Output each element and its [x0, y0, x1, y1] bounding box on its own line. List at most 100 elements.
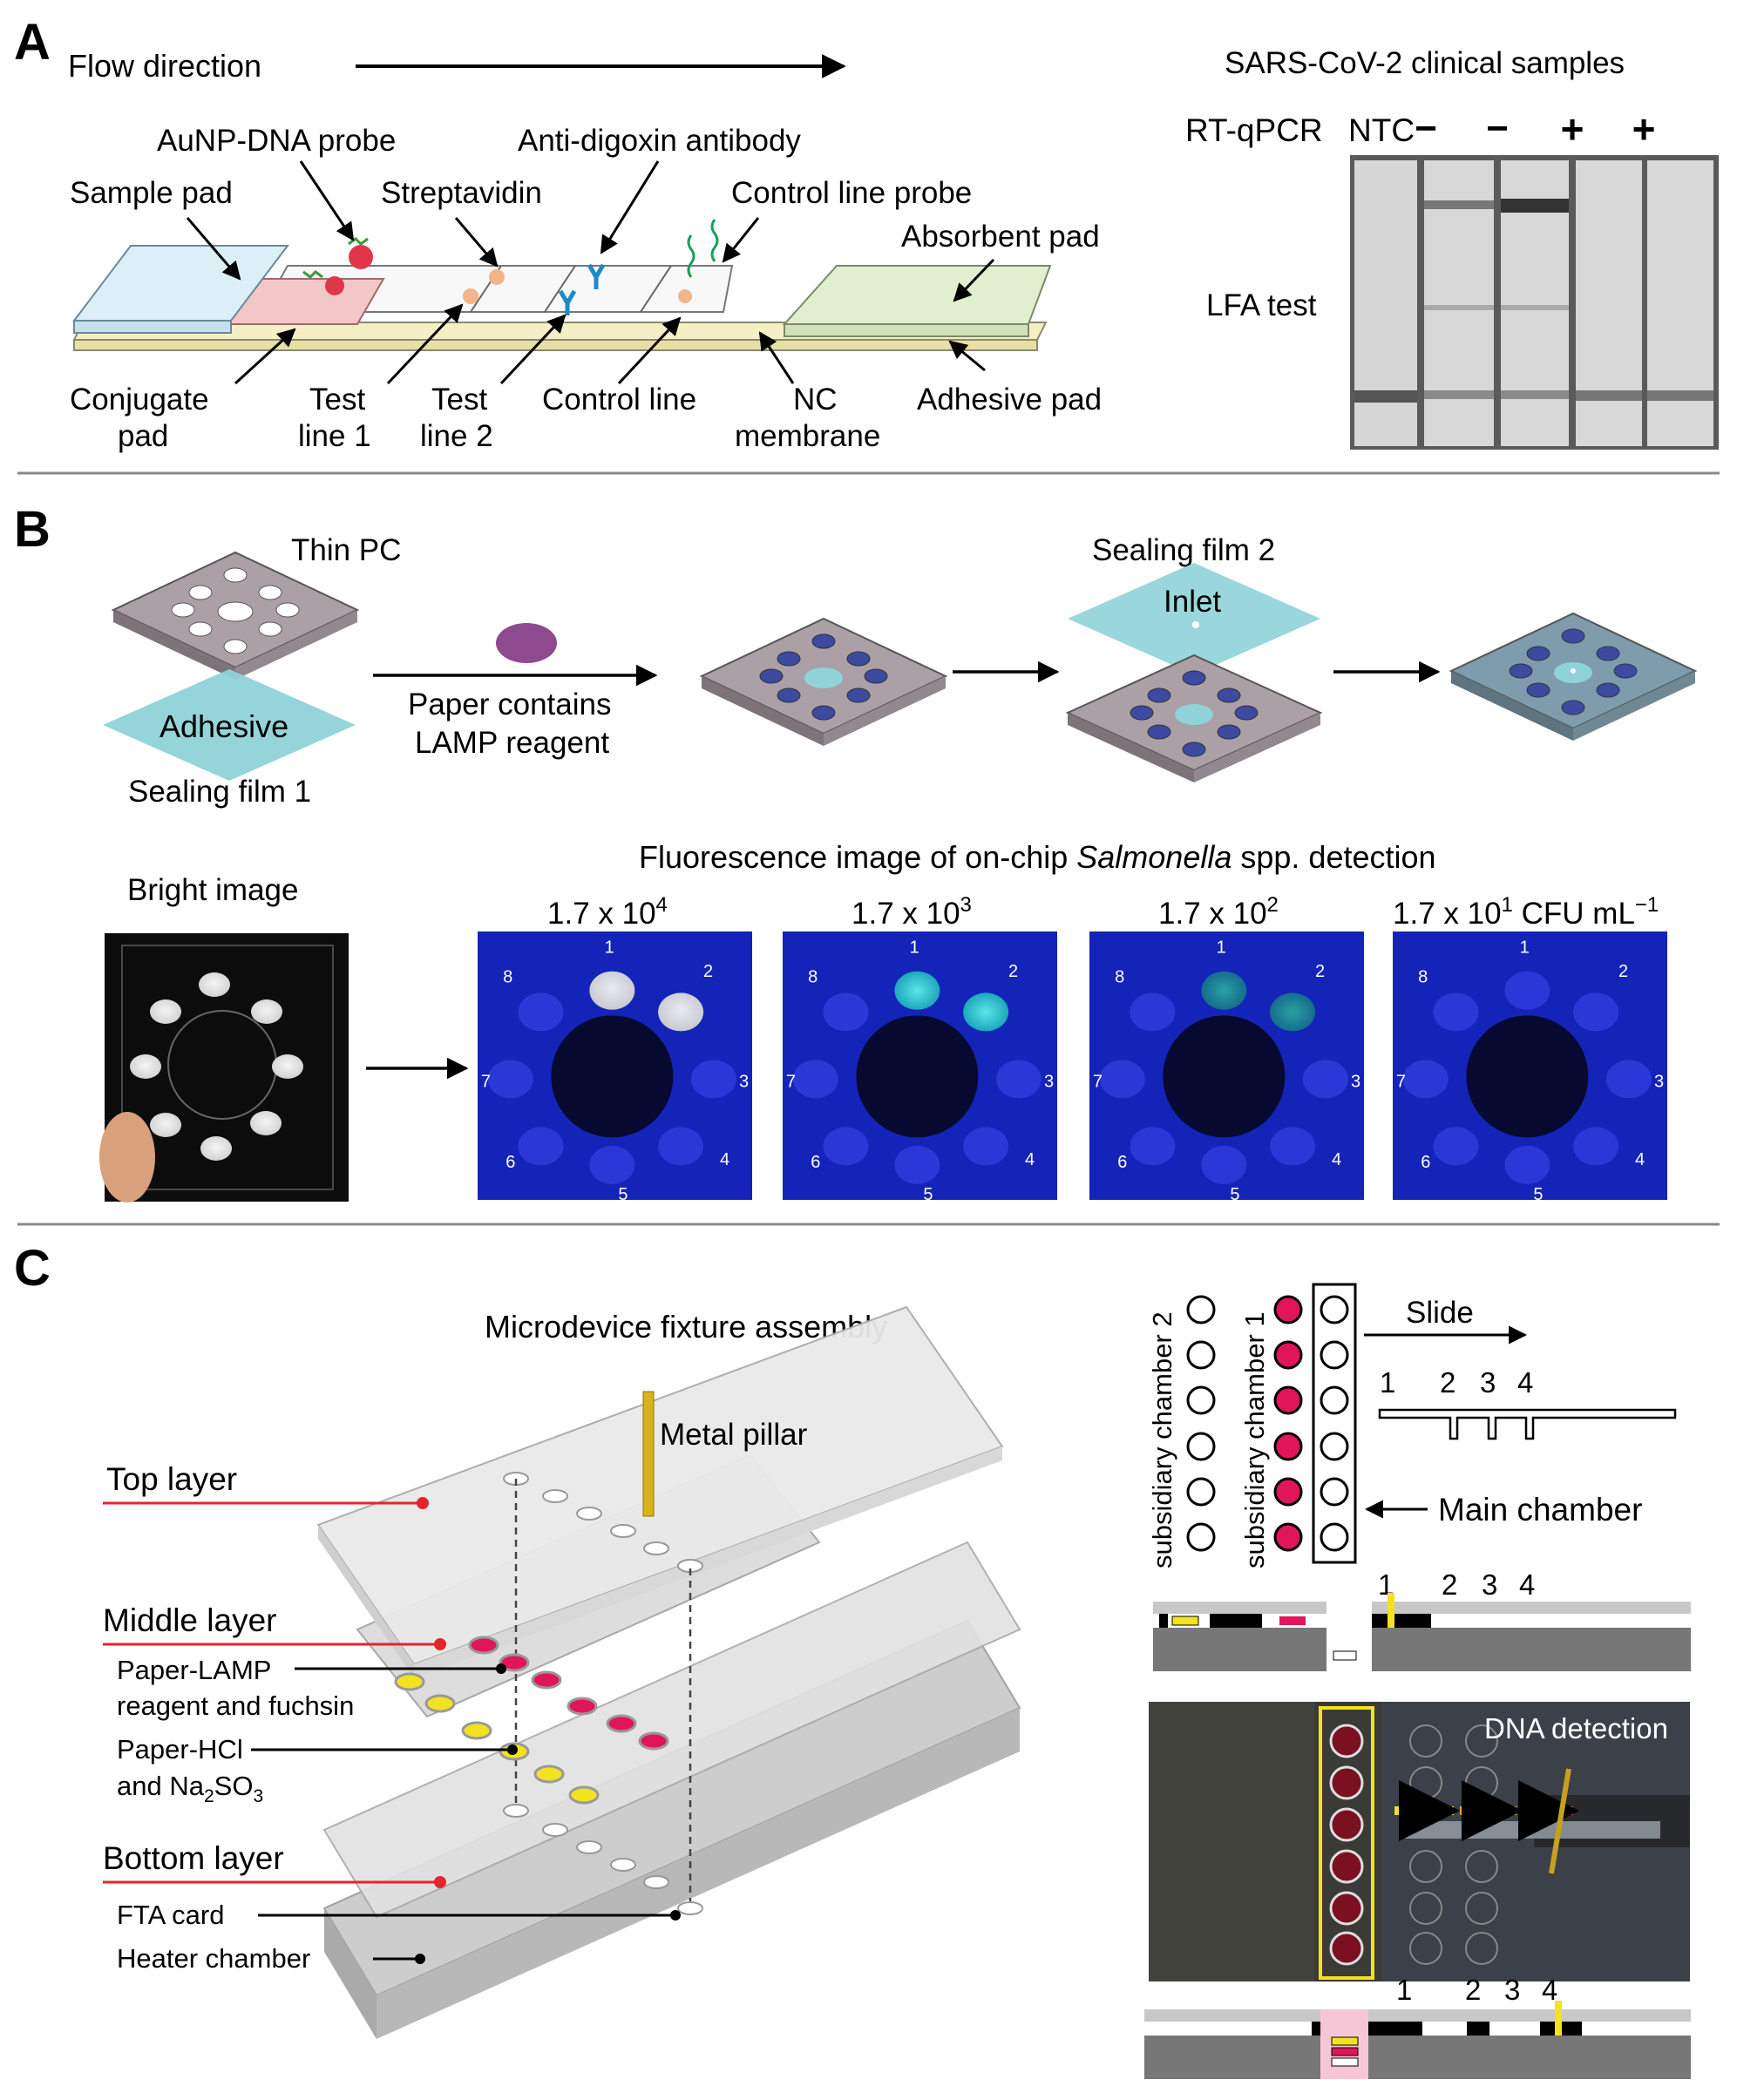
well-5: [1504, 1145, 1550, 1184]
slide-pos-2: 2: [1440, 1366, 1455, 1399]
well-number-2: 2: [1315, 962, 1325, 981]
label-control-line: Control line: [542, 383, 696, 417]
middle-layer-label: Middle layer: [103, 1602, 276, 1638]
conc-label-4: 1.7 x 101 CFU mL−1: [1393, 893, 1659, 931]
well-number-4: 4: [1635, 1150, 1645, 1169]
well-number-7: 7: [1396, 1072, 1406, 1091]
bottom-layer-label: Bottom layer: [103, 1840, 284, 1876]
well-6: [1433, 1127, 1479, 1166]
lfa-col-pos-1: +: [1561, 106, 1584, 152]
well-number-8: 8: [503, 967, 512, 986]
xsec2-pos-2: 2: [1465, 1974, 1481, 2006]
concentration-labels: 1.7 x 104 1.7 x 103 1.7 x 102 1.7 x 101 …: [547, 893, 1659, 931]
well-number-2: 2: [1008, 962, 1018, 981]
well-1: [1504, 971, 1550, 1010]
lfa-strip-ntc: [1354, 160, 1417, 446]
main-chamber-frame: [1312, 1283, 1357, 1564]
label-control-line-probe: Control line probe: [731, 176, 972, 210]
well-number-4: 4: [1025, 1150, 1035, 1169]
rt-qpcr-label: RT-qPCR: [1185, 112, 1323, 148]
paper-lamp-discs: [468, 1636, 669, 1751]
dna-detection-photo: DNA detection: [1149, 1702, 1690, 1981]
paper-lamp-label-1: Paper-LAMP: [117, 1655, 271, 1685]
sealing-film-2-label: Sealing film 2: [1092, 533, 1275, 567]
well-3: [1605, 1060, 1652, 1099]
cross-section-initial: 1 2 3 4: [1153, 1568, 1691, 1671]
xsec1-pos-3: 3: [1482, 1568, 1497, 1601]
well-8: [1130, 992, 1176, 1032]
well-6: [1130, 1127, 1176, 1166]
lfa-col-neg-1: −: [1415, 107, 1437, 150]
well-number-6: 6: [1117, 1153, 1127, 1172]
well-number-6: 6: [811, 1153, 820, 1172]
lfa-col-pos-2: +: [1632, 106, 1656, 152]
well-1: [589, 971, 635, 1010]
lamp-paper-disc: [496, 623, 557, 663]
slide-pos-4: 4: [1517, 1366, 1533, 1399]
xsec2-pos-1: 1: [1396, 1974, 1412, 2006]
conc-label-1: 1.7 x 104: [547, 893, 668, 931]
sealing-film-2: [1068, 563, 1320, 674]
well-number-6: 6: [1421, 1153, 1430, 1172]
lfa-strip-photos: [1350, 155, 1719, 450]
lfa-title: SARS-CoV-2 clinical samples: [1225, 46, 1625, 80]
conc-label-2: 1.7 x 103: [852, 893, 972, 931]
well-4: [963, 1127, 1009, 1166]
well-number-3: 3: [1654, 1072, 1664, 1091]
paper-hcl-discs: [394, 1672, 600, 1805]
well-number-4: 4: [1332, 1150, 1341, 1169]
well-5: [894, 1145, 940, 1184]
paper-hcl-label-1: Paper-HCl: [117, 1734, 243, 1765]
panel-label-c: C: [14, 1240, 51, 1297]
label-conjugate-pad-1: Conjugate: [70, 383, 209, 417]
sealing-film-1: [103, 669, 356, 781]
panel-label-b: B: [14, 501, 51, 558]
assembled-chip-1: [699, 617, 948, 746]
main-chamber-wells: [1320, 1295, 1349, 1552]
subsidiary-chamber-1-wells: [1273, 1295, 1303, 1552]
sealed-chip: [1449, 612, 1698, 741]
paper-label-2: LAMP reagent: [415, 726, 609, 760]
well-number-3: 3: [739, 1072, 749, 1091]
cross-section-final: 1 2 3 4: [1144, 1974, 1691, 2079]
label-test-line-2-b: line 2: [420, 419, 493, 453]
well-8: [823, 992, 869, 1032]
lfa-strip-pos-2: [1647, 160, 1713, 446]
well-number-8: 8: [808, 967, 818, 986]
subsidiary-chamber-2-wells: [1186, 1295, 1216, 1552]
top-layer-label: Top layer: [106, 1461, 237, 1497]
well-7: [792, 1060, 838, 1099]
inlet-label: Inlet: [1164, 585, 1221, 619]
panel-label-a: A: [14, 14, 51, 71]
well-number-7: 7: [786, 1072, 796, 1091]
xsec1-pos-1: 1: [1378, 1568, 1394, 1601]
label-adhesive-pad: Adhesive pad: [917, 383, 1102, 417]
bottom-layer-plate: [322, 1541, 1021, 2039]
dna-detection-label: DNA detection: [1484, 1712, 1668, 1744]
subsidiary-chamber-1-label: subsidiary chamber 1: [1239, 1311, 1270, 1568]
well-1: [894, 971, 940, 1010]
top-layer-plate: [316, 1305, 1004, 1678]
label-nc-membrane-a: NC: [793, 383, 838, 417]
assembled-chip-2: [1065, 654, 1323, 782]
well-number-1: 1: [1520, 938, 1530, 957]
well-number-3: 3: [1351, 1072, 1360, 1091]
well-number-7: 7: [481, 1072, 491, 1091]
well-6: [518, 1127, 564, 1166]
label-test-line-2-a: Test: [431, 383, 487, 417]
fluor-title-pre: Fluorescence image of on-chip: [639, 839, 1076, 875]
slide-pos-3: 3: [1480, 1366, 1496, 1399]
well-2: [1573, 992, 1619, 1032]
main-chamber-label: Main chamber: [1438, 1492, 1642, 1528]
fta-card-label: FTA card: [117, 1900, 224, 1930]
bright-image-photo: [99, 933, 349, 1202]
label-absorbent-pad: Absorbent pad: [901, 220, 1100, 254]
well-2: [658, 992, 704, 1032]
well-number-3: 3: [1044, 1072, 1054, 1091]
well-7: [1099, 1060, 1145, 1099]
